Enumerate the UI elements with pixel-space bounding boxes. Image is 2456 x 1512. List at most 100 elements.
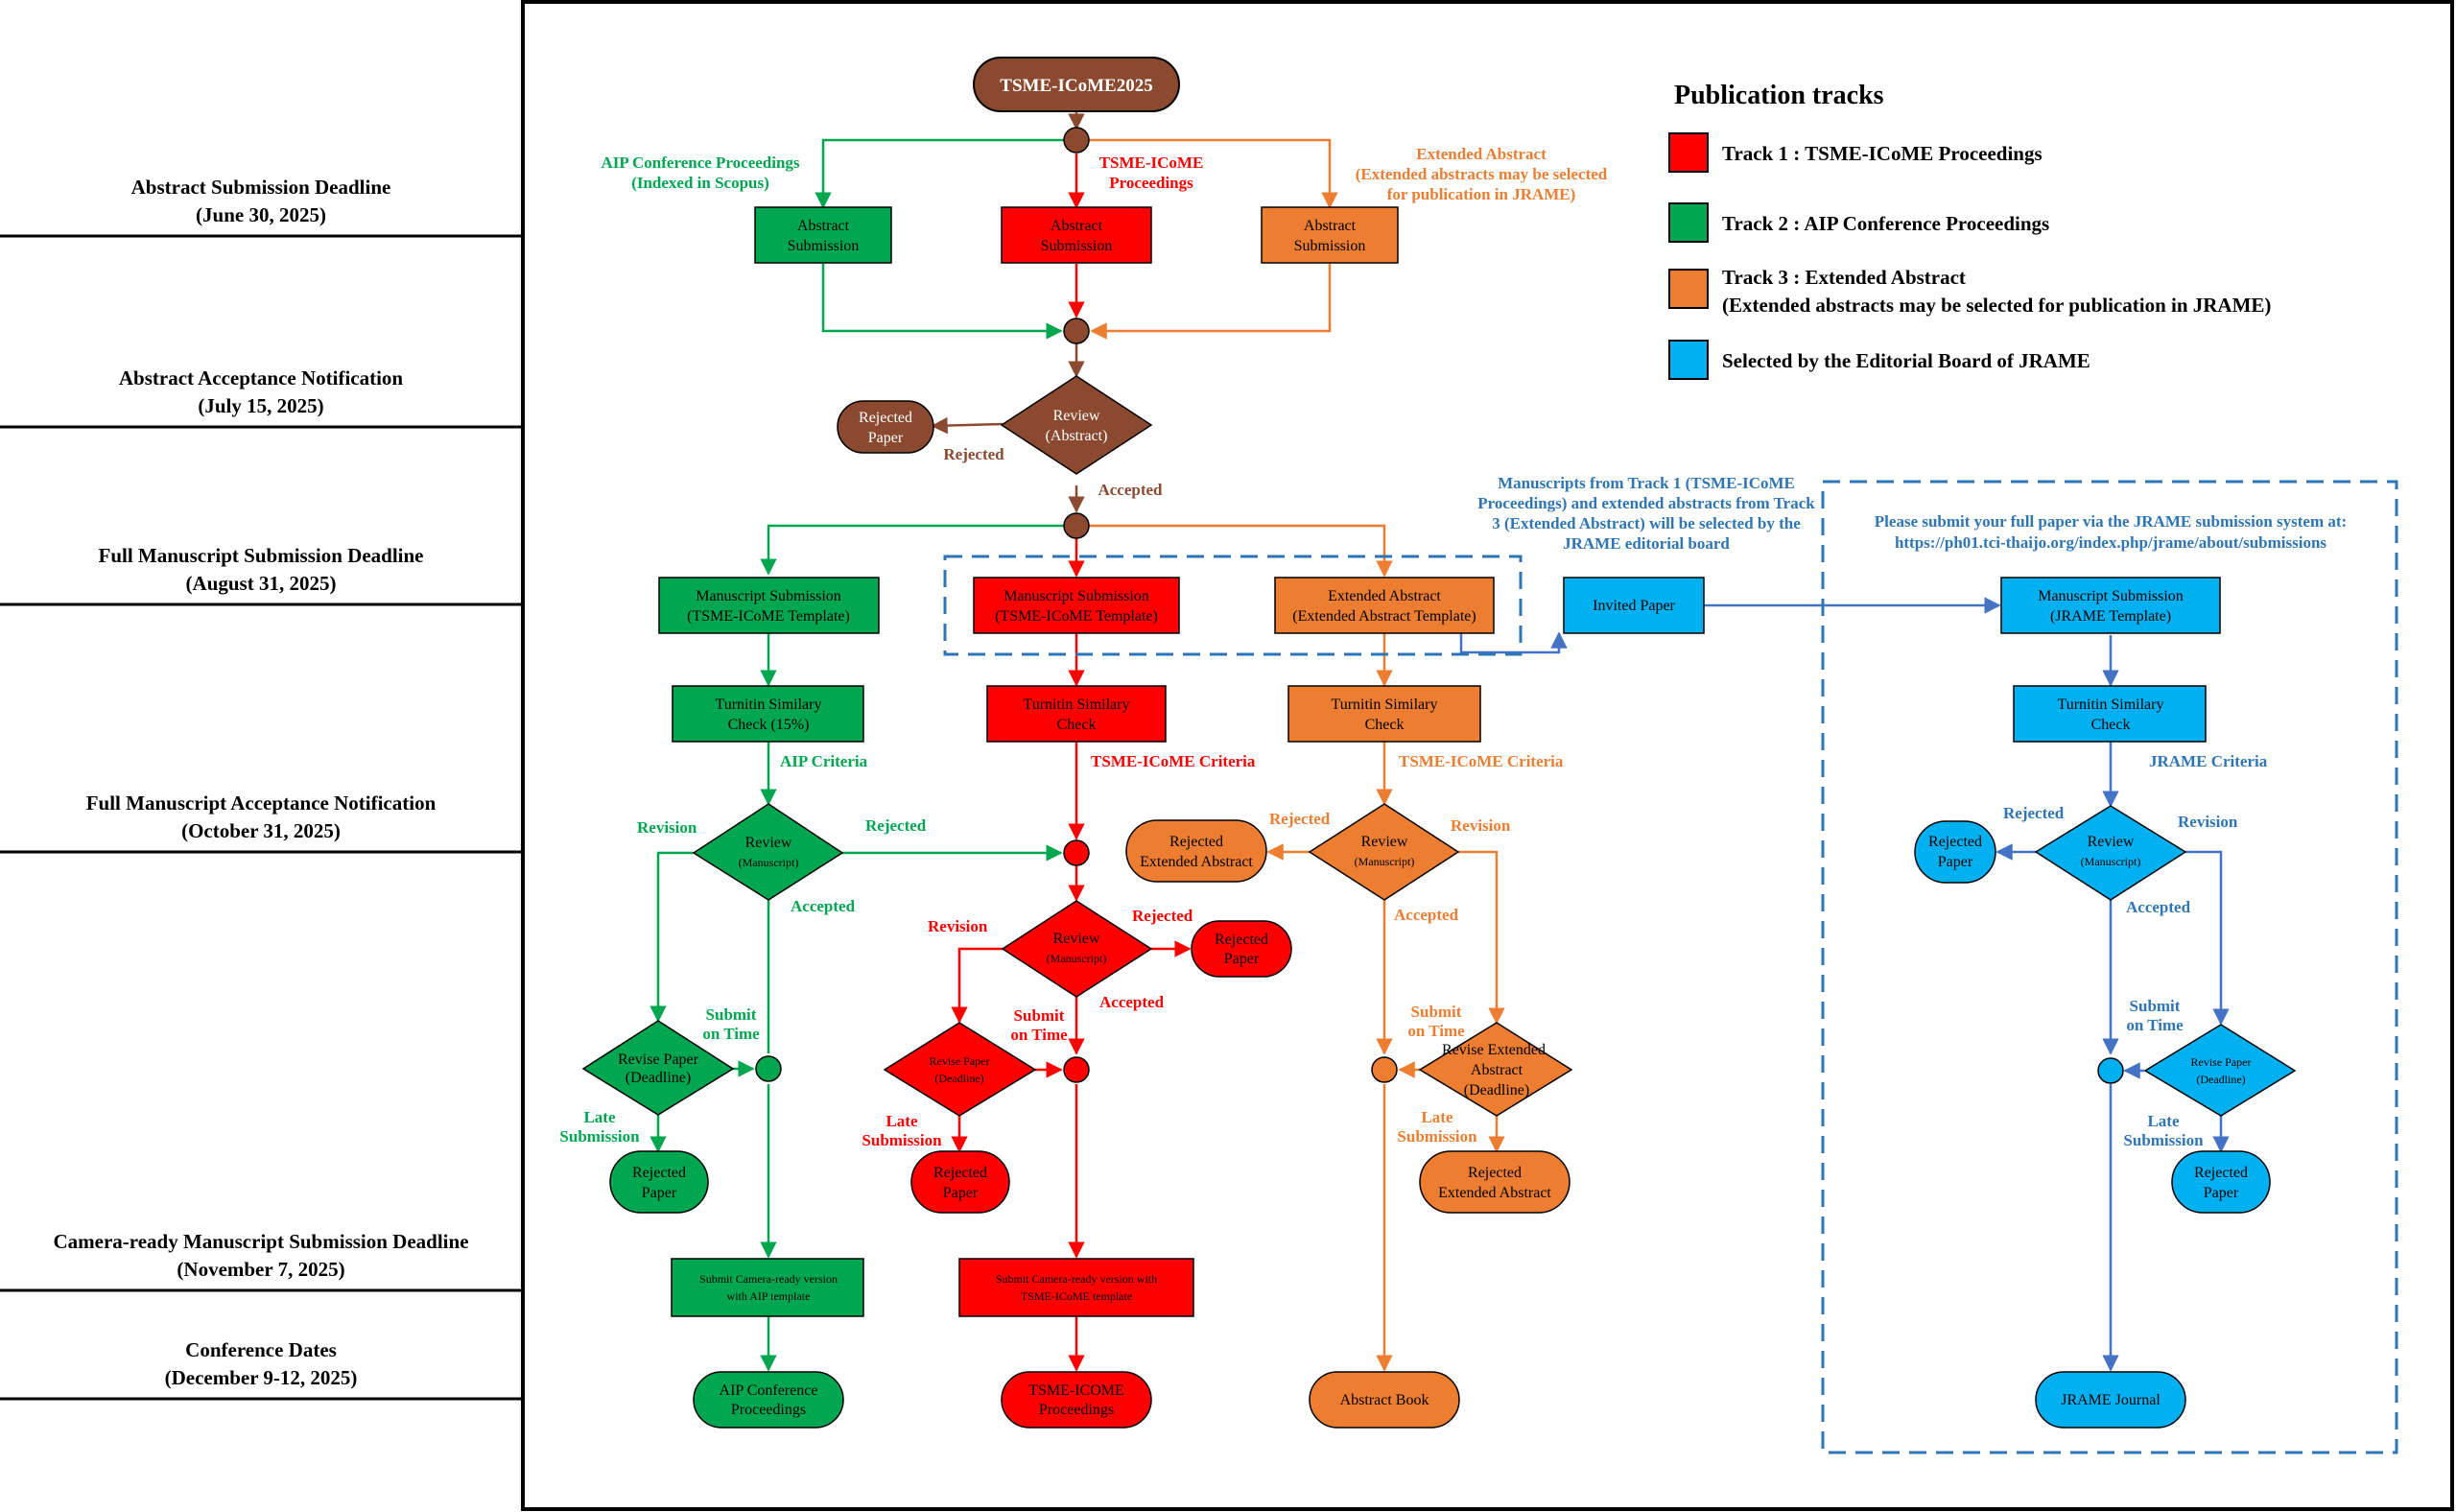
milestone-date: (November 7, 2025) <box>177 1258 344 1281</box>
abstract-submission-tsme[interactable] <box>1001 206 1152 264</box>
review-manuscript-ext[interactable] <box>1308 803 1460 901</box>
box-label: Turnitin Similary <box>716 697 822 713</box>
note-line: Please submit your full paper via the JR… <box>1875 512 2347 531</box>
terminal-label: Paper <box>868 430 904 446</box>
box-label: Submission <box>1294 238 1366 254</box>
revise-extended-abstract[interactable] <box>1418 1022 1573 1117</box>
milestone-date: (October 31, 2025) <box>181 819 341 842</box>
diamond-label: Revise Paper <box>2191 1055 2252 1069</box>
review-abstract-diamond[interactable] <box>1000 375 1153 475</box>
start-node[interactable] <box>973 57 1180 112</box>
terminal-label: Paper <box>943 1185 979 1201</box>
terminal-label: Proceedings <box>1039 1402 1114 1418</box>
diamond-label: Review <box>1053 408 1100 424</box>
abstract-submission-aip[interactable] <box>754 206 892 264</box>
rejected-paper-tsme-late[interactable] <box>910 1150 1010 1214</box>
junction-circle <box>1063 512 1090 539</box>
junction-circle <box>1063 839 1090 866</box>
box-label: TSME-ICoME template <box>1021 1289 1132 1303</box>
milestone-title: Abstract Acceptance Notification <box>119 366 404 390</box>
review-manuscript-aip[interactable] <box>692 803 844 901</box>
diamond-label: Revise Paper <box>930 1054 990 1068</box>
legend-swatch-green <box>1668 202 1709 243</box>
camera-ready-tsme[interactable] <box>958 1258 1194 1317</box>
edge-label-rejected: Rejected <box>865 816 927 835</box>
edge-label-submit-on-time: on Time <box>1010 1026 1068 1044</box>
diamond-label: (Manuscript) <box>1355 855 1415 868</box>
terminal-label: Rejected <box>1169 834 1223 850</box>
tsme-proceedings[interactable] <box>1001 1371 1152 1429</box>
manuscript-submission-tsme[interactable] <box>973 577 1180 634</box>
review-manuscript-jrame[interactable] <box>2034 805 2187 901</box>
edge-label-rejected: Rejected <box>943 445 1004 463</box>
manuscript-submission-jrame[interactable] <box>2000 577 2221 634</box>
revise-paper-jrame[interactable] <box>2143 1024 2297 1117</box>
rejected-paper-jrame-late[interactable] <box>2171 1150 2271 1214</box>
box-label: (TSME-ICoME Template) <box>995 608 1158 625</box>
edge-label-late-submission: Late <box>886 1112 918 1130</box>
diamond-label: (Deadline) <box>2196 1073 2245 1086</box>
revise-paper-aip[interactable] <box>581 1020 735 1116</box>
box-label: with AIP template <box>727 1289 811 1303</box>
terminal-label: Rejected <box>859 410 912 426</box>
terminal-label: Extended Abstract <box>1438 1185 1551 1201</box>
milestone-title: Conference Dates <box>185 1338 337 1361</box>
rejected-paper-jrame[interactable] <box>1914 820 1996 884</box>
note-line: Proceedings) and extended abstracts from… <box>1477 494 1815 512</box>
camera-ready-aip[interactable] <box>671 1258 864 1317</box>
invited-paper-box[interactable] <box>1563 577 1705 634</box>
terminal-label: Rejected <box>2194 1165 2248 1181</box>
terminal-label: Extended Abstract <box>1140 854 1253 870</box>
legend-swatch-blue <box>1668 340 1709 380</box>
extended-abstract-box[interactable] <box>1274 577 1495 634</box>
connectors-orange <box>1089 138 1505 1372</box>
box-label: Abstract <box>1051 218 1103 234</box>
rejected-extended-abstract[interactable] <box>1125 819 1267 883</box>
note-line: JRAME editorial board <box>1563 534 1730 553</box>
jrame-selection-box <box>943 555 1523 656</box>
note-line: https://ph01.tci-thaijo.org/index.php/jr… <box>1895 533 2326 552</box>
aip-track-label: (Indexed in Scopus) <box>631 174 769 192</box>
terminal-label: Paper <box>2204 1185 2239 1201</box>
edge-label-submit-on-time: Submit <box>706 1005 757 1024</box>
box-label: Abstract <box>1304 218 1357 234</box>
legend-item: Track 1 : TSME-ICoME Proceedings <box>1722 142 2043 165</box>
milestone-title: Full Manuscript Submission Deadline <box>99 544 424 567</box>
turnitin-ext[interactable] <box>1287 685 1481 743</box>
terminal-label: Rejected <box>1928 834 1982 850</box>
box-label: Submission <box>788 238 860 254</box>
box-label: Check <box>1365 717 1405 733</box>
aip-track-label: AIP Conference Proceedings <box>601 154 799 172</box>
rejected-extended-abstract-late[interactable] <box>1419 1150 1570 1214</box>
box-label: Submit Camera-ready version with <box>996 1272 1157 1286</box>
jrame-note: Please submit your full paper via the JR… <box>1875 512 2347 552</box>
box-label: (TSME-ICoME Template) <box>687 608 850 625</box>
box-label: Invited Paper <box>1593 598 1675 614</box>
revise-paper-tsme[interactable] <box>883 1022 1037 1117</box>
manuscript-submission-aip[interactable] <box>658 577 880 634</box>
abstract-submission-ext[interactable] <box>1261 206 1399 264</box>
rejected-paper-aip[interactable] <box>609 1150 709 1214</box>
edge-label-accepted: Accepted <box>1098 481 1163 499</box>
jrame-journal[interactable] <box>2035 1371 2186 1429</box>
turnitin-jrame[interactable] <box>2013 685 2207 743</box>
turnitin-tsme[interactable] <box>986 685 1167 743</box>
jrame-submission-box <box>1821 480 2398 1454</box>
aip-proceedings[interactable] <box>693 1371 844 1429</box>
turnitin-aip[interactable] <box>672 685 864 743</box>
rejected-paper-tsme[interactable] <box>1191 920 1292 978</box>
diamond-label: Abstract <box>1471 1062 1523 1078</box>
box-label: Abstract <box>797 218 850 234</box>
box-label: Turnitin Similary <box>2058 697 2164 713</box>
diamond-label: Review <box>745 835 792 851</box>
review-manuscript-tsme[interactable] <box>1001 900 1153 998</box>
box-label: Extended Abstract <box>1328 588 1441 604</box>
edge-label-accepted: Accepted <box>2126 898 2191 916</box>
rejected-paper-abstract[interactable] <box>837 400 934 454</box>
junction-circle <box>1063 318 1090 344</box>
connectors-green <box>649 138 1064 1372</box>
box-label: Check <box>1057 717 1097 733</box>
diamond-label: Review <box>1361 834 1408 850</box>
abstract-book[interactable] <box>1309 1371 1460 1429</box>
